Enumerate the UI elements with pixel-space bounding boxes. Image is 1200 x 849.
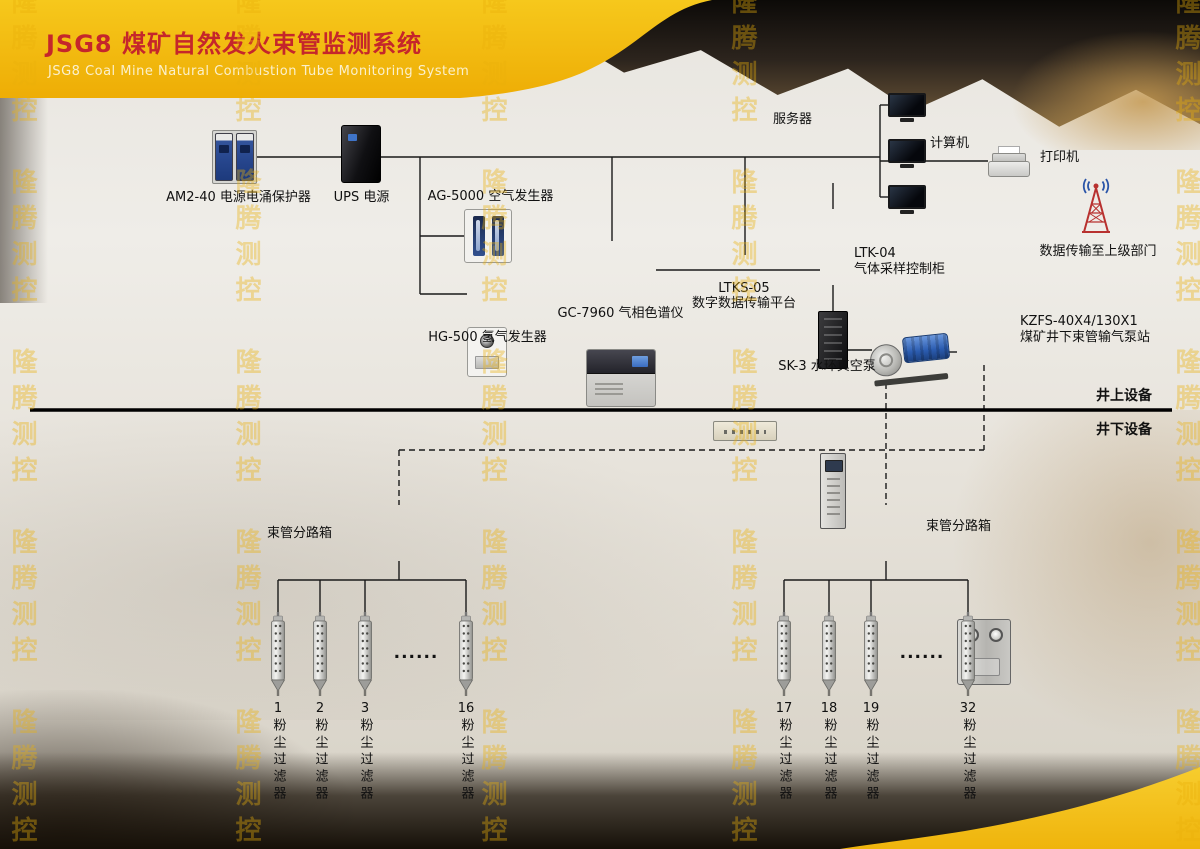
- filter-cylinder-icon: [269, 612, 287, 698]
- server-device: [818, 311, 848, 369]
- monitor-screen: [888, 185, 926, 209]
- filter-cylinder-icon: [775, 612, 793, 698]
- chromatograph-vent: [595, 383, 623, 398]
- filter-label: 粉尘过滤器: [776, 718, 792, 803]
- filter-label: 粉尘过滤器: [357, 718, 373, 803]
- page-title: JSG8 煤矿自然发火束管监测系统: [46, 30, 422, 58]
- dust-filter: 16 粉尘过滤器: [457, 612, 475, 803]
- transmission-platform-label-2: 数字数据传输平台: [691, 296, 796, 311]
- monitor-screen: [888, 93, 926, 117]
- generator-column: [491, 216, 504, 256]
- filter-label: 粉尘过滤器: [458, 718, 474, 803]
- filter-number: 19: [862, 701, 880, 716]
- surge-protector-device: [212, 130, 257, 184]
- surge-module: [236, 133, 254, 181]
- filter-cylinder-icon: [820, 612, 838, 698]
- filter-number: 1: [273, 701, 283, 716]
- surge-protector-label: AM2-40 电源电涌保护器: [166, 190, 311, 205]
- underground-dashed-lines: [398, 365, 985, 505]
- filter-number: 3: [360, 701, 370, 716]
- sampling-cabinet-device: [820, 453, 846, 529]
- filter-cylinder-icon: [862, 612, 880, 698]
- sampling-cabinet-label-2: 气体采样控制柜: [854, 262, 946, 277]
- server-label: 服务器: [772, 112, 812, 127]
- filter-number: 16: [457, 701, 475, 716]
- pump-station-label-2: 煤矿井下束管输气泵站: [1020, 330, 1151, 345]
- printer-body: [988, 161, 1030, 177]
- hydrogen-generator-device: [467, 327, 507, 377]
- printer-label: 打印机: [1040, 150, 1080, 165]
- vacuum-pump-device: [864, 329, 953, 388]
- pump-station-label-1: KZFS-40X4/130X1: [1020, 314, 1138, 329]
- filter-cylinder-icon: [356, 612, 374, 698]
- filter-number: 18: [820, 701, 838, 716]
- vacuum-pump-label: SK-3 水环真空泵: [778, 359, 876, 374]
- gauge-icon: [989, 628, 1003, 642]
- sampling-cabinet-label-1: LTK-04: [854, 246, 896, 261]
- pump-motor: [901, 332, 951, 364]
- monitor-stand: [900, 164, 914, 168]
- dust-filter: 3 粉尘过滤器: [356, 612, 374, 803]
- surge-module: [215, 133, 233, 181]
- computer-monitor: [888, 185, 926, 215]
- underground-equipment-label: 井下设备: [1096, 422, 1152, 438]
- monitor-stand: [900, 118, 914, 122]
- ups-device: [341, 125, 381, 183]
- hydrogen-generator-label: HG-500 氢气发生器: [428, 330, 547, 345]
- sunlit-slope: [1010, 30, 1200, 150]
- chromatograph-device: [586, 349, 656, 407]
- filter-number: 2: [315, 701, 325, 716]
- chromatograph-screen: [632, 356, 648, 367]
- dust-filter: 2 粉尘过滤器: [311, 612, 329, 803]
- branch-box-left-label: 束管分路箱: [266, 526, 332, 541]
- air-generator-label: AG-5000 空气发生器: [427, 189, 554, 204]
- terrain-midtone: [0, 380, 780, 720]
- filter-cylinder-icon: [959, 612, 977, 698]
- filter-label: 粉尘过滤器: [821, 718, 837, 803]
- transmission-platform-label-1: LTKS-05: [718, 281, 770, 296]
- printer-device: [988, 145, 1030, 177]
- transmission-platform-device: [713, 421, 777, 441]
- ups-label: UPS 电源: [333, 190, 390, 205]
- ellipsis-right: ......: [899, 643, 945, 663]
- dust-filter: 19 粉尘过滤器: [862, 612, 880, 803]
- antenna-icon: [1082, 178, 1110, 233]
- footer-swoosh: [840, 767, 1200, 849]
- computer-label: 计算机: [930, 136, 970, 151]
- dust-filter: 32 粉尘过滤器: [959, 612, 977, 803]
- filter-label: 粉尘过滤器: [270, 718, 286, 803]
- air-generator-device: [464, 209, 512, 263]
- terrain-tan-right: [950, 410, 1200, 740]
- chromatograph-label: GC-7960 气相色谱仪: [557, 306, 684, 321]
- dust-filter: 18 粉尘过滤器: [820, 612, 838, 803]
- ellipsis-left: ......: [393, 643, 439, 663]
- dust-filter: 1 粉尘过滤器: [269, 612, 287, 803]
- monitor-screen: [888, 139, 926, 163]
- filter-cylinder-icon: [311, 612, 329, 698]
- header-banner: [0, 0, 712, 98]
- filter-number: 32: [959, 701, 977, 716]
- computer-monitor: [888, 139, 926, 169]
- monitor-stand: [900, 210, 914, 214]
- filter-number: 17: [775, 701, 793, 716]
- filter-label: 粉尘过滤器: [312, 718, 328, 803]
- branch-box-right-label: 束管分路箱: [926, 519, 992, 534]
- dust-filter: 17 粉尘过滤器: [775, 612, 793, 803]
- generator-column: [472, 216, 485, 256]
- surface-equipment-label: 井上设备: [1096, 388, 1152, 404]
- filter-label: 粉尘过滤器: [960, 718, 976, 803]
- filter-label: 粉尘过滤器: [863, 718, 879, 803]
- page-subtitle: JSG8 Coal Mine Natural Combustion Tube M…: [48, 64, 470, 79]
- filter-cylinder-icon: [457, 612, 475, 698]
- terrain-shadow-left: [0, 88, 48, 303]
- antenna-label: 数据传输至上级部门: [1039, 244, 1157, 259]
- computer-monitor: [888, 93, 926, 123]
